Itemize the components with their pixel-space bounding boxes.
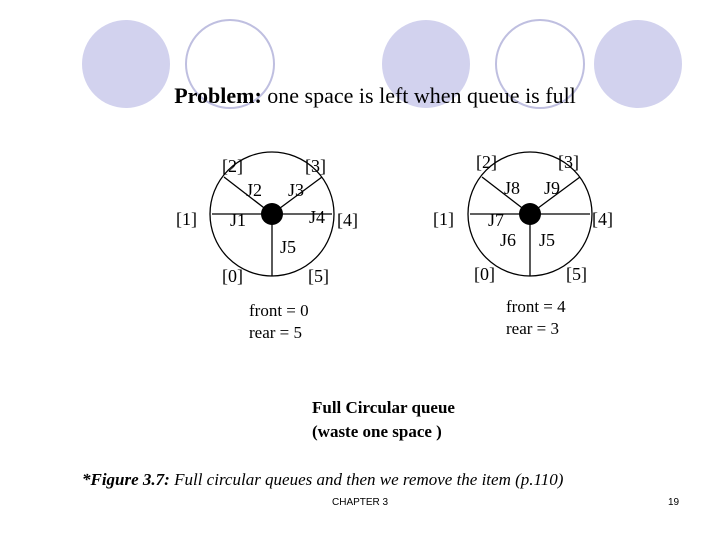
- queue-item: J9: [544, 178, 560, 198]
- queue-item: J5: [539, 230, 555, 250]
- figure-text: Full circular queues and then we remove …: [169, 470, 564, 489]
- queue-item: J8: [504, 178, 520, 198]
- diagram-caption: Full Circular queue (waste one space ): [312, 396, 455, 444]
- decor-ring: [495, 19, 585, 109]
- header-decoration: [82, 19, 682, 109]
- right-front-text: front = 4: [506, 297, 566, 316]
- index-label: [0]: [474, 264, 495, 284]
- hub-dot: [519, 203, 541, 225]
- index-label: [2]: [476, 152, 497, 172]
- figure-caption: *Figure 3.7: Full circular queues and th…: [82, 470, 563, 490]
- left-front-text: front = 0: [249, 301, 309, 320]
- left-rear-text: rear = 5: [249, 323, 303, 342]
- queue-item: J7: [488, 210, 504, 230]
- index-label: [4]: [337, 210, 358, 230]
- page-number: 19: [668, 497, 680, 508]
- queue-item: J5: [280, 237, 296, 257]
- decor-circle: [82, 20, 170, 108]
- queue-item: J2: [246, 180, 262, 200]
- queue-left: [2] [3] [1] [4] [0] [5] J2 J3 J1 J4 J5: [176, 151, 358, 286]
- queue-item: J1: [230, 210, 246, 230]
- index-label: [0]: [222, 266, 243, 286]
- index-label: [3]: [558, 152, 579, 172]
- caption-line-1: Full Circular queue: [312, 398, 455, 417]
- decor-circle: [382, 20, 470, 108]
- circular-queue-diagrams: [2] [3] [1] [4] [0] [5] J2 J3 J1 J4 J5 […: [176, 151, 613, 286]
- decor-circle: [594, 20, 682, 108]
- title-rest: one space is left when queue is full: [261, 83, 576, 108]
- index-label: [4]: [592, 209, 613, 229]
- right-rear-text: rear = 3: [506, 319, 560, 338]
- queue-item: J4: [309, 207, 325, 227]
- index-label: [5]: [566, 264, 587, 284]
- queue-item: J3: [288, 180, 304, 200]
- index-label: [1]: [176, 209, 197, 229]
- index-label: [2]: [222, 156, 243, 176]
- footer-chapter: CHAPTER 3: [332, 497, 389, 508]
- index-label: [1]: [433, 209, 454, 229]
- decor-ring: [185, 19, 275, 109]
- figure-label: *Figure 3.7:: [82, 470, 170, 489]
- caption-line-2: (waste one space ): [312, 422, 442, 441]
- queue-item: J6: [500, 230, 516, 250]
- index-label: [5]: [308, 266, 329, 286]
- slide-title: Problem: one space is left when queue is…: [0, 83, 720, 109]
- queue-right: [2] [3] [1] [4] [0] [5] J8 J9 J7 J6 J5: [433, 151, 613, 284]
- hub-dot: [261, 203, 283, 225]
- index-label: [3]: [305, 156, 326, 176]
- title-bold: Problem:: [174, 83, 262, 108]
